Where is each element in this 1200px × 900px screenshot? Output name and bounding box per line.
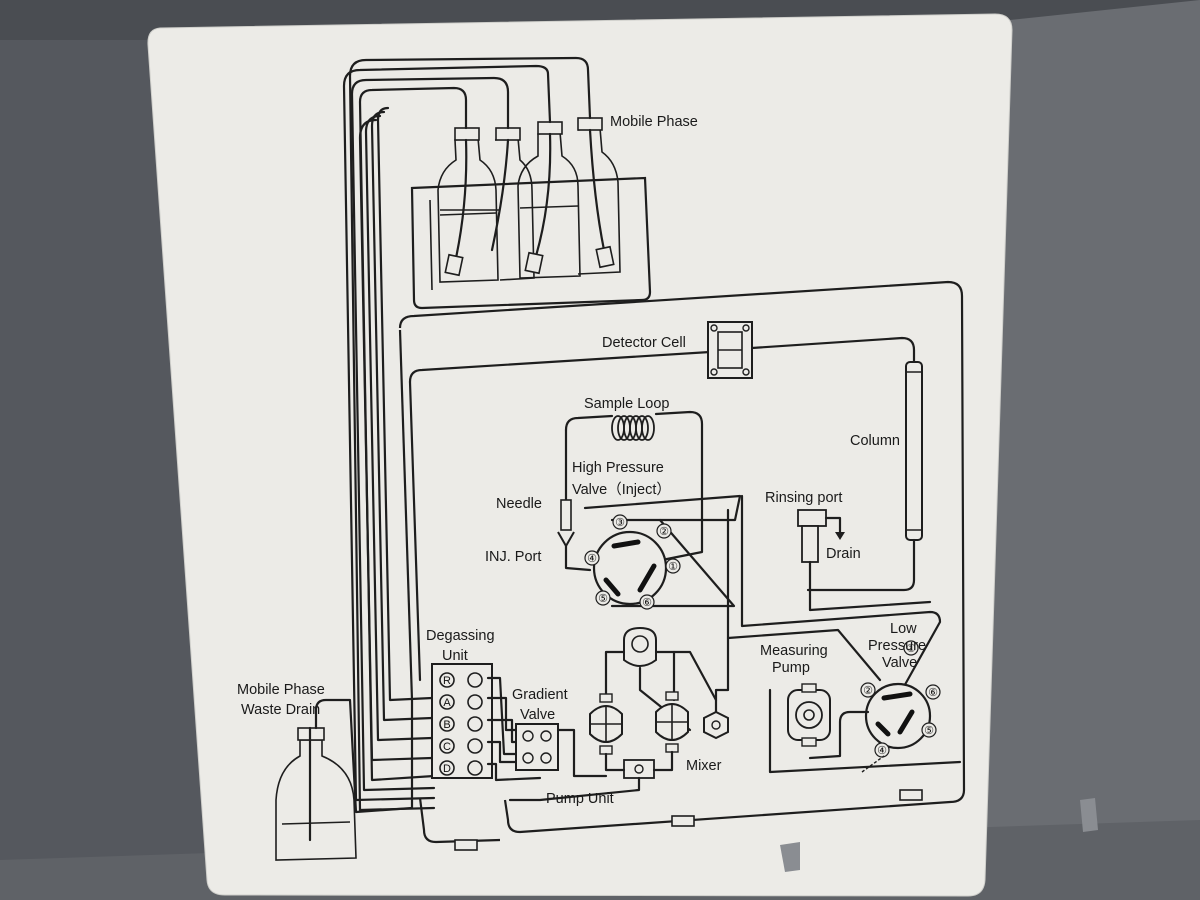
high-pressure-valve [583, 494, 742, 608]
foot-left [454, 839, 478, 851]
label-gradient-valve-2: Valve [520, 707, 555, 723]
diagram-panel [147, 13, 1013, 897]
measuring-pump [787, 683, 831, 747]
label-high-pressure-valve-1: High Pressure [572, 460, 664, 476]
hp-port-4: ④ [587, 553, 597, 565]
flow-path-to-detector [408, 350, 712, 384]
label-pump-unit: Pump Unit [546, 791, 614, 807]
label-degassing-unit-1: Degassing [426, 628, 495, 644]
label-waste-drain-1: Mobile Phase [237, 682, 325, 698]
label-mixer: Mixer [686, 758, 722, 774]
label-high-pressure-valve-2: Valve（Inject） [572, 481, 671, 498]
foot-middle [671, 815, 695, 827]
label-detector-cell: Detector Cell [602, 335, 686, 351]
flow-path-left [408, 380, 422, 682]
label-mobile-phase: Mobile Phase [610, 114, 698, 130]
label-column: Column [850, 433, 900, 449]
flow-path-rinse [740, 494, 942, 692]
high-pressure-valve-ports: ① ② ③ ④ ⑤ ⑥ [584, 514, 681, 610]
label-gradient-valve-1: Gradient [512, 687, 568, 703]
label-rinsing-port: Rinsing port [765, 490, 842, 506]
instrument-outline [398, 280, 966, 834]
degas-channel-a: A [443, 697, 451, 709]
instrument-outline-left [398, 329, 414, 701]
foot-right [899, 789, 923, 801]
degas-channel-c: C [443, 741, 451, 753]
housing-right-side [980, 0, 1200, 900]
hp-port-2: ② [659, 526, 669, 538]
degas-channel-r: R [443, 675, 451, 687]
label-low-pressure-valve-3: Valve [882, 655, 917, 671]
mobile-phase-bottles [410, 117, 652, 310]
needle [557, 499, 592, 572]
degas-channel-d: D [443, 763, 451, 775]
label-sample-loop: Sample Loop [584, 396, 669, 412]
lp-port-2: ② [863, 685, 873, 697]
hp-port-1: ① [668, 561, 678, 573]
label-waste-drain-2: Waste Drain [241, 702, 320, 718]
hp-port-6: ⑥ [642, 597, 652, 609]
degassing-channels: R A B C D [439, 672, 483, 776]
solvent-inlet-tubes [342, 56, 592, 812]
lp-port-6: ⑥ [928, 687, 938, 699]
gradient-valve [515, 723, 608, 778]
lp-port-1: ① [906, 643, 916, 655]
label-needle: Needle [496, 496, 542, 512]
degas-channel-b: B [443, 719, 450, 731]
column [806, 361, 923, 592]
flow-path-hp-to-lp [726, 508, 882, 682]
label-degassing-unit-2: Unit [442, 648, 468, 664]
hp-port-5: ⑤ [598, 593, 608, 605]
label-low-pressure-valve-2: Pressure [868, 638, 926, 654]
label-measuring-pump-2: Pump [772, 660, 810, 676]
hp-port-3: ③ [615, 517, 625, 529]
label-measuring-pump-1: Measuring [760, 643, 828, 659]
lp-port-5: ⑤ [924, 725, 934, 737]
low-pressure-valve-ports: ② ④ ⑤ ⑥ ① [860, 640, 941, 773]
label-inj-port: INJ. Port [485, 549, 541, 565]
rinsing-port [797, 509, 932, 612]
rail-tab-1 [780, 842, 800, 872]
rail-tab-2 [1080, 798, 1098, 832]
waste-bottle [275, 698, 414, 861]
pump-unit [508, 626, 692, 802]
label-low-pressure-valve-1: Low [890, 621, 917, 637]
label-drain: Drain [826, 546, 861, 562]
low-pressure-valve [768, 682, 962, 774]
mixer [672, 636, 730, 740]
detector-cell [707, 321, 753, 379]
instrument-outline-bottom [418, 797, 501, 844]
lp-port-4: ④ [877, 745, 887, 757]
flow-path-detector-to-column [750, 336, 916, 367]
